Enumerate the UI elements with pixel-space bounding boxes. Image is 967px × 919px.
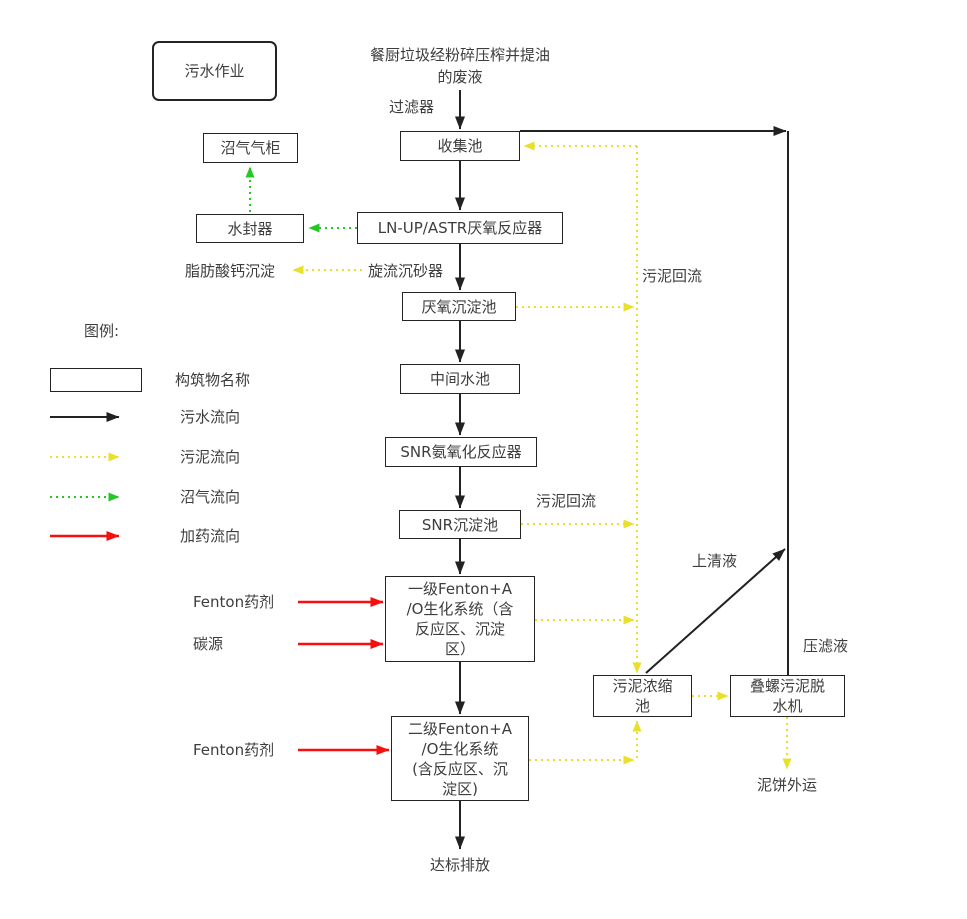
discharge-label: 达标排放 (429, 856, 490, 874)
legend-title: 图例: (84, 322, 120, 340)
fenton-reagent-2-label: Fenton药剂 (193, 741, 275, 759)
legend-label-structure: 构筑物名称 (175, 371, 251, 389)
fenton-reagent-1-label: Fenton药剂 (193, 593, 275, 611)
node-collection-pool: 收集池 (400, 131, 520, 161)
legend-label-biogas-flow: 沼气流向 (180, 488, 241, 506)
supernatant-label: 上清液 (692, 552, 738, 570)
node-biogas-tank: 沼气气柜 (203, 133, 298, 163)
press-filtrate-label: 压滤液 (803, 637, 849, 655)
sludge-return-lower-label: 污泥回流 (536, 492, 597, 510)
source-waste-label: 餐厨垃圾经粉碎压榨并提油 的废液 (369, 46, 550, 86)
legend-label-sludge-flow: 污泥流向 (180, 448, 241, 466)
node-anaerobic-sedimentation: 厌氧沉淀池 (402, 292, 516, 321)
node-dewatering-machine: 叠螺污泥脱 水机 (730, 675, 845, 717)
node-snr-reactor: SNR氨氧化反应器 (385, 437, 537, 467)
sludge-return-upper-label: 污泥回流 (642, 267, 703, 285)
legend-label-sewage-flow: 污水流向 (180, 408, 241, 426)
fatty-acid-precipitate-label: 脂肪酸钙沉淀 (185, 262, 276, 280)
cyclone-grit-label: 旋流沉砂器 (368, 262, 444, 280)
node-intermediate-pool: 中间水池 (400, 364, 520, 394)
node-snr-sedimentation: SNR沉淀池 (399, 510, 521, 539)
node-title: 污水作业 (152, 41, 277, 101)
legend-label-dosing-flow: 加药流向 (180, 527, 241, 545)
flow-supernatant-diagonal (645, 548, 786, 674)
node-fenton-stage2: 二级Fenton+A /O生化系统 (含反应区、沉 淀区) (391, 716, 529, 801)
node-water-seal: 水封器 (196, 214, 304, 243)
carbon-source-label: 碳源 (193, 635, 224, 653)
node-anaerobic-reactor: LN-UP/ASTR厌氧反应器 (357, 212, 563, 244)
node-fenton-stage1: 一级Fenton+A /O生化系统（含 反应区、沉淀 区） (385, 576, 535, 662)
legend-structure-sample-box (50, 368, 142, 392)
mud-cake-label: 泥饼外运 (757, 776, 818, 794)
filter-label: 过滤器 (388, 98, 434, 116)
node-sludge-thickener: 污泥浓缩 池 (593, 675, 692, 717)
